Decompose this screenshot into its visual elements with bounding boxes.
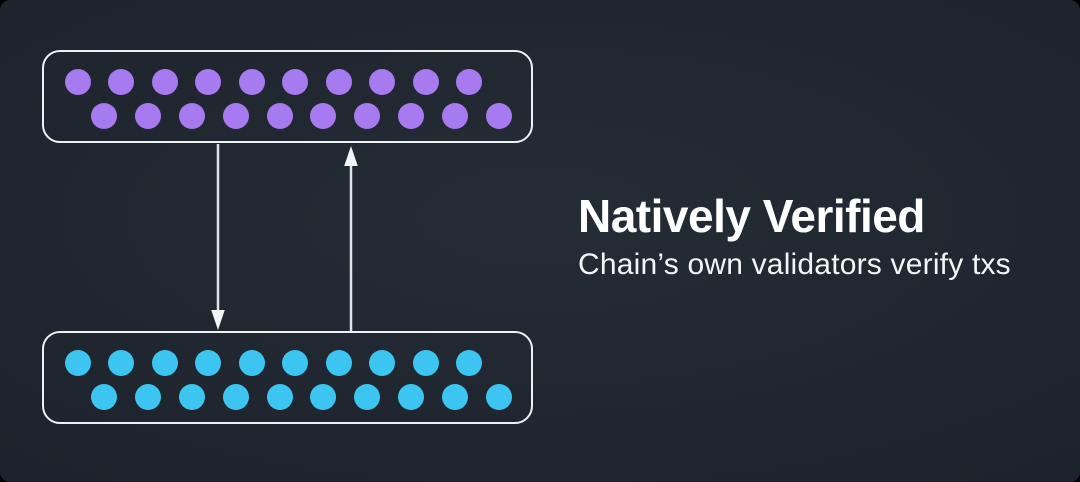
validator-dot [325,69,352,95]
page-title: Natively Verified [578,190,925,242]
validator-dot [455,350,482,376]
arrow-down-icon [211,144,225,330]
validator-dot [442,384,468,410]
validator-dot [91,103,117,129]
validator-dot [65,69,91,95]
validator-dot [266,103,293,129]
validator-dot [485,103,512,129]
validator-dot [178,103,205,129]
validator-dot [369,69,396,95]
validator-dot [91,384,117,410]
bottom-validator-set-box [42,331,533,424]
top-validator-set-box [42,50,533,143]
validator-dot [369,350,396,376]
validator-dot [134,103,161,129]
validator-dot [325,350,352,376]
validator-dot [238,350,265,376]
validator-dot-row [65,69,482,95]
validator-dot [178,384,205,410]
validator-dot-row [91,103,512,129]
validator-dot [310,103,337,129]
validator-dot [354,103,381,129]
validator-dot [398,103,425,129]
validator-dot [398,384,425,410]
caption-block: Natively Verified Chain’s own validators… [578,193,1011,280]
validator-dot-row [65,350,482,376]
validator-dot [354,384,381,410]
validator-dot [282,69,309,95]
validator-dot [108,69,135,95]
validator-dot [134,384,161,410]
validator-dot [151,69,178,95]
validator-dot [222,103,249,129]
validator-dot [108,350,135,376]
validator-dot [282,350,309,376]
validator-dot [455,69,482,95]
validator-dot [485,384,512,410]
validator-dot [222,384,249,410]
arrow-up-icon [344,146,358,332]
validator-dot-row [91,384,512,410]
validator-dot [266,384,293,410]
validator-dot [238,69,265,95]
validator-dot [65,350,91,376]
validator-dot [151,350,178,376]
validator-dot [412,69,439,95]
validator-dot [310,384,337,410]
validator-dot [442,103,468,129]
page-subtitle: Chain’s own validators verify txs [578,248,1011,281]
validator-dot [412,350,439,376]
validator-dot [195,69,222,95]
validator-dot [195,350,222,376]
